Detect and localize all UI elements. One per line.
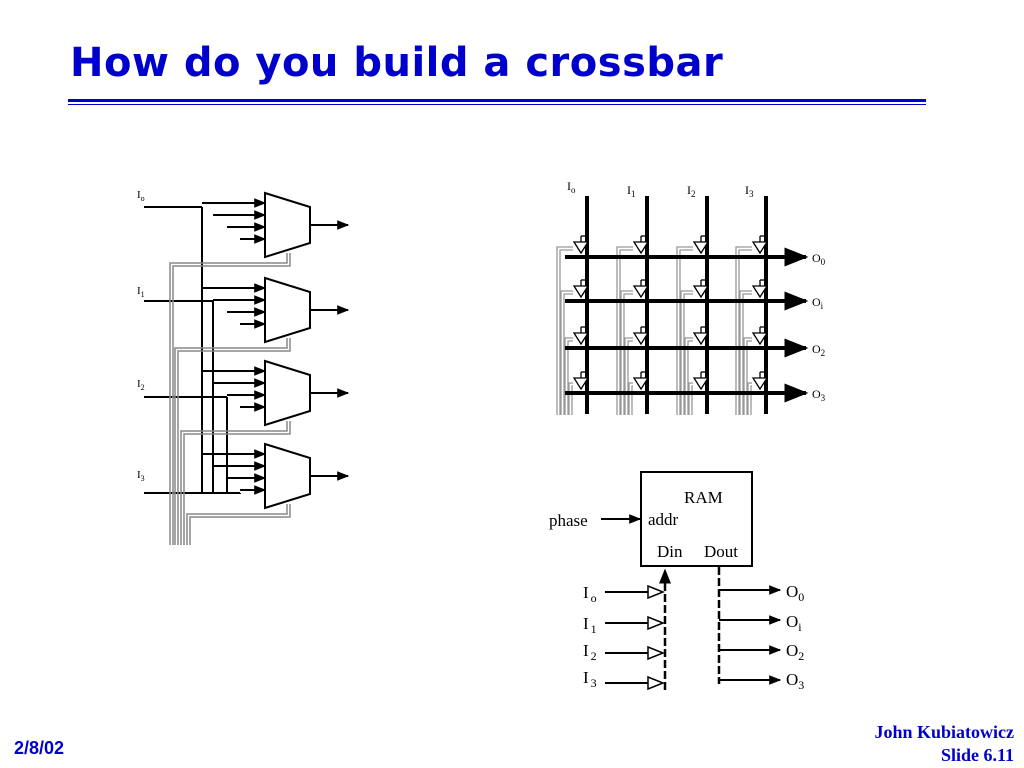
mux-input-label-2: I2 xyxy=(137,378,145,392)
switch-enable-2-0-0 xyxy=(564,337,573,415)
switch-enable-2-2-0 xyxy=(684,337,693,415)
switch-enable-0-0-0 xyxy=(556,246,573,415)
switch-enable-0-2-0 xyxy=(676,246,693,415)
mux-input-label-1: I1 xyxy=(137,285,145,299)
footer-author: John Kubiatowicz xyxy=(874,722,1014,742)
switch-enable-0-3-3 xyxy=(738,249,752,415)
mux-control-3-0 xyxy=(186,504,288,545)
switch-enable-0-2-3 xyxy=(679,249,693,415)
mux-input-label-3: I3 xyxy=(137,469,145,483)
switch-enable-3-2-0 xyxy=(688,382,693,415)
mux-control-1-3 xyxy=(177,338,291,545)
switch-enable-3-3-3 xyxy=(750,385,752,415)
mux-2 xyxy=(264,359,311,427)
switch-enable-3-1-0 xyxy=(628,382,633,415)
ram-output-label-1: Oi xyxy=(786,612,802,634)
switch-enable-3-3-0 xyxy=(747,382,752,415)
mux-control-2-3 xyxy=(183,421,291,545)
switch-enable-0-1-0 xyxy=(616,246,633,415)
switch-enable-1-2-0 xyxy=(680,290,693,415)
switch-enable-1-1-0 xyxy=(620,290,633,415)
switch-enable-2-2-3 xyxy=(687,340,693,415)
mux-control-0-0 xyxy=(169,253,288,545)
footer-date: 2/8/02 xyxy=(14,738,65,758)
ram-block-label: RAM xyxy=(684,488,723,507)
ram-addr-label: addr xyxy=(648,510,679,529)
ram-output-label-0: O0 xyxy=(786,582,804,604)
switch-enable-3-2-3 xyxy=(691,385,693,415)
mux-3 xyxy=(264,442,311,510)
mux-control-0-3 xyxy=(172,253,291,545)
mux-control-3-3 xyxy=(189,504,291,545)
mux-1 xyxy=(264,276,311,344)
switch-enable-2-3-3 xyxy=(746,340,752,415)
slide-title: How do you build a crossbar xyxy=(70,40,724,86)
switch-input-label-3: I3 xyxy=(745,183,754,199)
mux-control-2-0 xyxy=(180,421,288,545)
switch-enable-1-3-3 xyxy=(742,293,752,415)
ram-input-tristate-3 xyxy=(647,675,666,691)
switch-enable-2-0-3 xyxy=(567,340,573,415)
switch-matrix-diagram: Io I1 I2 I3 O0 Oi O2 O3 xyxy=(556,179,826,415)
switch-enable-1-3-0 xyxy=(739,290,752,415)
ram-input-tristate-1 xyxy=(647,615,666,631)
switch-enable-3-1-3 xyxy=(631,385,633,415)
mux-0 xyxy=(264,191,311,259)
switch-enable-1-1-3 xyxy=(623,293,633,415)
ram-output-label-2: O2 xyxy=(786,641,804,663)
title-underline xyxy=(68,99,926,102)
ram-dout-label: Dout xyxy=(704,542,738,561)
ram-input-tristate-2 xyxy=(647,645,666,661)
switch-input-label-1: I1 xyxy=(627,183,636,199)
switch-enable-2-3-0 xyxy=(743,337,752,415)
mux-control-1-0 xyxy=(174,338,288,545)
phase-label: phase xyxy=(549,511,588,530)
ram-din-label: Din xyxy=(657,542,683,561)
switch-output-label-1: Oi xyxy=(812,295,824,311)
switch-enable-0-1-3 xyxy=(619,249,633,415)
ram-block xyxy=(640,471,753,567)
switch-enable-3-0-0 xyxy=(568,382,573,415)
title-underline-thin xyxy=(68,104,926,105)
mux-input-label-0: Io xyxy=(137,189,145,203)
footer-slide-number: Slide 6.11 xyxy=(940,745,1014,765)
switch-enable-3-0-3 xyxy=(571,385,573,415)
switch-enable-2-1-0 xyxy=(624,337,633,415)
switch-input-label-0: Io xyxy=(567,179,576,195)
ram-output-label-3: O3 xyxy=(786,670,804,692)
switch-enable-0-0-3 xyxy=(559,249,573,415)
switch-output-label-2: O2 xyxy=(812,342,825,358)
ram-input-tristate-0 xyxy=(647,584,666,600)
switch-input-label-2: I2 xyxy=(687,183,696,199)
switch-enable-1-0-0 xyxy=(560,290,573,415)
switch-enable-0-3-0 xyxy=(735,246,752,415)
switch-enable-2-1-3 xyxy=(627,340,633,415)
switch-output-label-3: O3 xyxy=(812,387,826,403)
switch-output-label-0: O0 xyxy=(812,251,826,267)
switch-enable-1-2-3 xyxy=(683,293,693,415)
mux-crossbar-diagram: Io I1 I2 I3 xyxy=(137,189,350,545)
switch-enable-1-0-3 xyxy=(563,293,573,415)
